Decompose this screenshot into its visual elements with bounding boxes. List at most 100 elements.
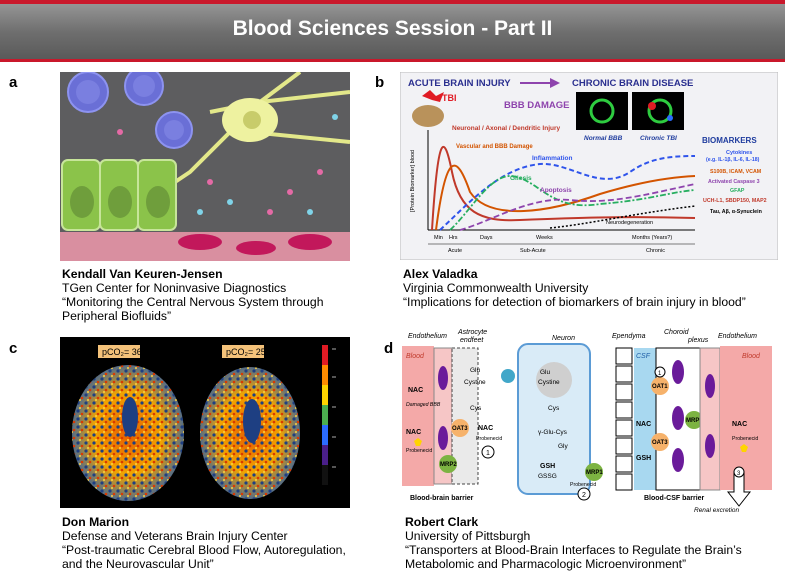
pco2-label-box-left: [98, 345, 140, 358]
label-nac-5: NAC: [732, 421, 747, 428]
label-plexus: plexus: [687, 337, 709, 344]
label-gliosis: Gliosis: [510, 175, 532, 182]
csf-compartment: [634, 348, 656, 490]
label-mrp2: MRP2: [440, 462, 457, 468]
mrp1-transporter-neuron: [585, 463, 603, 481]
impact-burst-icon: [422, 90, 444, 102]
curve-apoptosis: [459, 183, 696, 231]
affiliation-d: University of Pittsburgh: [405, 529, 531, 543]
xc-transporter: [501, 369, 515, 383]
brain-scan-left: [72, 365, 184, 501]
label-probenecid-2: Probenecid: [406, 448, 432, 454]
blood-compartment-left: [402, 346, 434, 486]
label-step-3: 3: [737, 471, 741, 477]
phase-subacute: Sub-Acute: [520, 248, 546, 254]
label-gly: Gly: [558, 443, 569, 450]
label-probenecid-4: Probenecid: [732, 436, 758, 442]
label-oat3-right: OAT3: [652, 440, 668, 446]
tick-days: Days: [480, 235, 493, 241]
label-step-1-left: 1: [486, 450, 490, 457]
phase-acute: Acute: [448, 248, 462, 254]
panel-d-transporter-diagram: Endothelium Astrocyte endfeet Neuron Epe…: [398, 326, 776, 514]
oat1-transporter: [651, 377, 669, 395]
bbb-damage-label: BBB DAMAGE: [504, 100, 569, 111]
label-gsh-1: GSH: [540, 463, 555, 470]
label-nac-1: NAC: [408, 387, 423, 394]
label-bcsf: Blood-CSF barrier: [644, 495, 705, 502]
curve-inflammation: [439, 155, 696, 231]
endothelium-cells-right: [699, 347, 721, 491]
label-renal: Renal excretion: [694, 507, 740, 514]
step-1-marker-right: [654, 366, 666, 378]
label-glu-2: Glu: [540, 369, 551, 376]
acute-label: ACUTE BRAIN INJURY: [408, 78, 511, 89]
mrp1-transporter-plexus: [685, 411, 703, 429]
legend-caspase: Activated Caspase 3: [708, 179, 760, 185]
brain-scan-right: [200, 367, 300, 499]
talk-title-a-line1: “Monitoring the Central Nervous System t…: [62, 295, 324, 309]
probenecid-icon-1: [414, 438, 422, 446]
legend-cytokines-list: (e.g. IL-1β, IL-6, IL-18): [706, 157, 760, 163]
label-endothelium-right: Endothelium: [718, 333, 757, 340]
label-blood-right: Blood: [742, 353, 761, 360]
neuron-cell: [158, 72, 350, 194]
label-step-1-right: 1: [658, 371, 662, 377]
virus-particle-2: [124, 72, 164, 106]
label-oat3-left: OAT3: [452, 426, 468, 432]
neuron-nucleus: [536, 362, 572, 398]
label-endothelium: Endothelium: [408, 333, 447, 340]
label-astrocyte: Astrocyte: [457, 329, 487, 336]
legend-uchl1: UCH-L1, SBDP150, MAP2: [703, 198, 767, 204]
legend-s100b: S100B, ICAM, VCAM: [710, 169, 762, 175]
panel-b-biomarker-diagram: ACUTE BRAIN INJURY CHRONIC BRAIN DISEASE…: [400, 72, 778, 260]
label-neuronal: Neuronal / Axonal / Dendritic Injury: [452, 125, 560, 132]
legend-tau: Tau, Aβ, α-Synuclein: [710, 209, 762, 215]
slide-title: Blood Sciences Session - Part II: [232, 17, 553, 40]
pco2-label-right: pCO₂= 25: [226, 347, 266, 357]
speaker-name-a: Kendall Van Keuren-Jensen: [62, 267, 223, 281]
label-ependyma: Ependyma: [612, 333, 646, 340]
label-probenecid-3: Probenecid: [570, 482, 596, 488]
pco2-label-left: pCO₂= 36: [102, 347, 142, 357]
panel-b-caption: Alex Valadka Virginia Commonwealth Unive…: [403, 267, 746, 309]
tick-months: Months (Years?): [632, 235, 672, 241]
panel-letter-a: a: [9, 74, 18, 91]
label-cystine-2: Cystine: [538, 379, 560, 386]
panel-c-cbf-scans: pCO₂= 36 pCO₂= 25: [60, 337, 350, 508]
label-oat1: OAT1: [652, 384, 668, 390]
curve-gliosis: [449, 175, 696, 231]
label-apoptosis: Apoptosis: [540, 187, 572, 194]
curve-neurodegeneration: [549, 205, 696, 229]
title-bar: Blood Sciences Session - Part II: [0, 0, 785, 62]
panel-d-caption: Robert Clark University of Pittsburgh “T…: [405, 515, 742, 571]
chronic-tbi-micrograph: [632, 92, 684, 130]
oat3-transporter-right: [651, 433, 669, 451]
speaker-name-b: Alex Valadka: [403, 267, 478, 281]
panel-c-caption: Don Marion Defense and Veterans Brain In…: [62, 515, 346, 571]
label-neuron: Neuron: [552, 335, 575, 342]
chronic-tbi-label: Chronic TBI: [640, 135, 677, 142]
panel-letter-d: d: [384, 340, 394, 357]
label-gssg: GSSG: [538, 473, 557, 480]
normal-bbb-label: Normal BBB: [584, 135, 623, 142]
label-csf: CSF: [636, 353, 651, 360]
brain-icon: [412, 105, 444, 127]
affiliation-c: Defense and Veterans Brain Injury Center: [62, 529, 288, 543]
probenecid-icon-2: [740, 444, 748, 452]
label-gamma-glu-cys: γ-Glu-Cys: [538, 429, 568, 436]
arrow-icon: [520, 78, 560, 88]
oat3-transporter-left: [451, 419, 469, 437]
y-axis-label: [Protein Biomarker] blood: [410, 150, 416, 212]
label-bbb: Blood-brain barrier: [410, 495, 474, 502]
label-gsh-2: GSH: [636, 455, 651, 462]
label-mrp1-neuron: MRP1: [586, 470, 603, 476]
label-nac-2: NAC: [406, 429, 421, 436]
virus-particle-3: [155, 111, 193, 149]
panel-a-illustration: [60, 72, 350, 261]
label-step-2: 2: [582, 492, 586, 499]
phase-chronic: Chronic: [646, 248, 665, 254]
talk-title-d-line1: “Transporters at Blood-Brain Interfaces …: [405, 543, 742, 557]
label-mrp1-plexus: MRP1: [686, 418, 703, 424]
label-choroid: Choroid: [664, 329, 690, 336]
label-cys-2: Cys: [548, 405, 560, 412]
